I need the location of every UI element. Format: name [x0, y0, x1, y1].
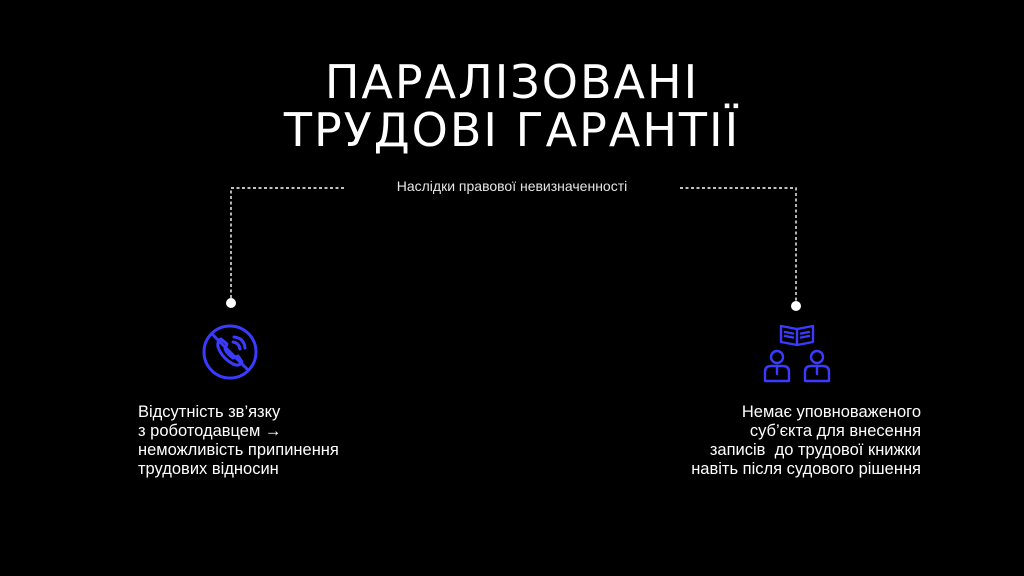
people-with-book-icon — [762, 322, 832, 384]
left-item-line: з роботодавцем → — [138, 422, 282, 440]
right-item-text: Немає уповноваженого суб’єкта для внесен… — [600, 403, 921, 479]
title-line-1: ПАРАЛІЗОВАНІ — [324, 55, 700, 109]
right-item-line: навіть після судового рішення — [691, 460, 921, 478]
left-connector-dot — [226, 298, 236, 308]
subtitle: Наслідки правової невизначенності — [396, 178, 628, 194]
right-item-line: Немає уповноваженого — [741, 403, 921, 421]
no-phone-icon — [200, 322, 260, 382]
right-connector-line — [680, 187, 797, 302]
page-title: ПАРАЛІЗОВАНІ ТРУДОВІ ГАРАНТІЇ — [0, 58, 1024, 154]
right-connector-dot — [791, 301, 801, 311]
left-item-line: неможливість припинення — [138, 441, 339, 459]
left-item-text: Відсутність зв’язку з роботодавцем → нем… — [138, 403, 438, 479]
title-line-2: ТРУДОВІ ГАРАНТІЇ — [283, 103, 741, 157]
right-item-line: суб’єкта для внесення — [749, 422, 921, 440]
left-connector-line — [230, 187, 344, 302]
right-item-line: записів до трудової книжки — [709, 441, 921, 459]
left-item-line: трудових відносин — [138, 460, 279, 478]
left-item-line: Відсутність зв’язку — [138, 403, 281, 421]
